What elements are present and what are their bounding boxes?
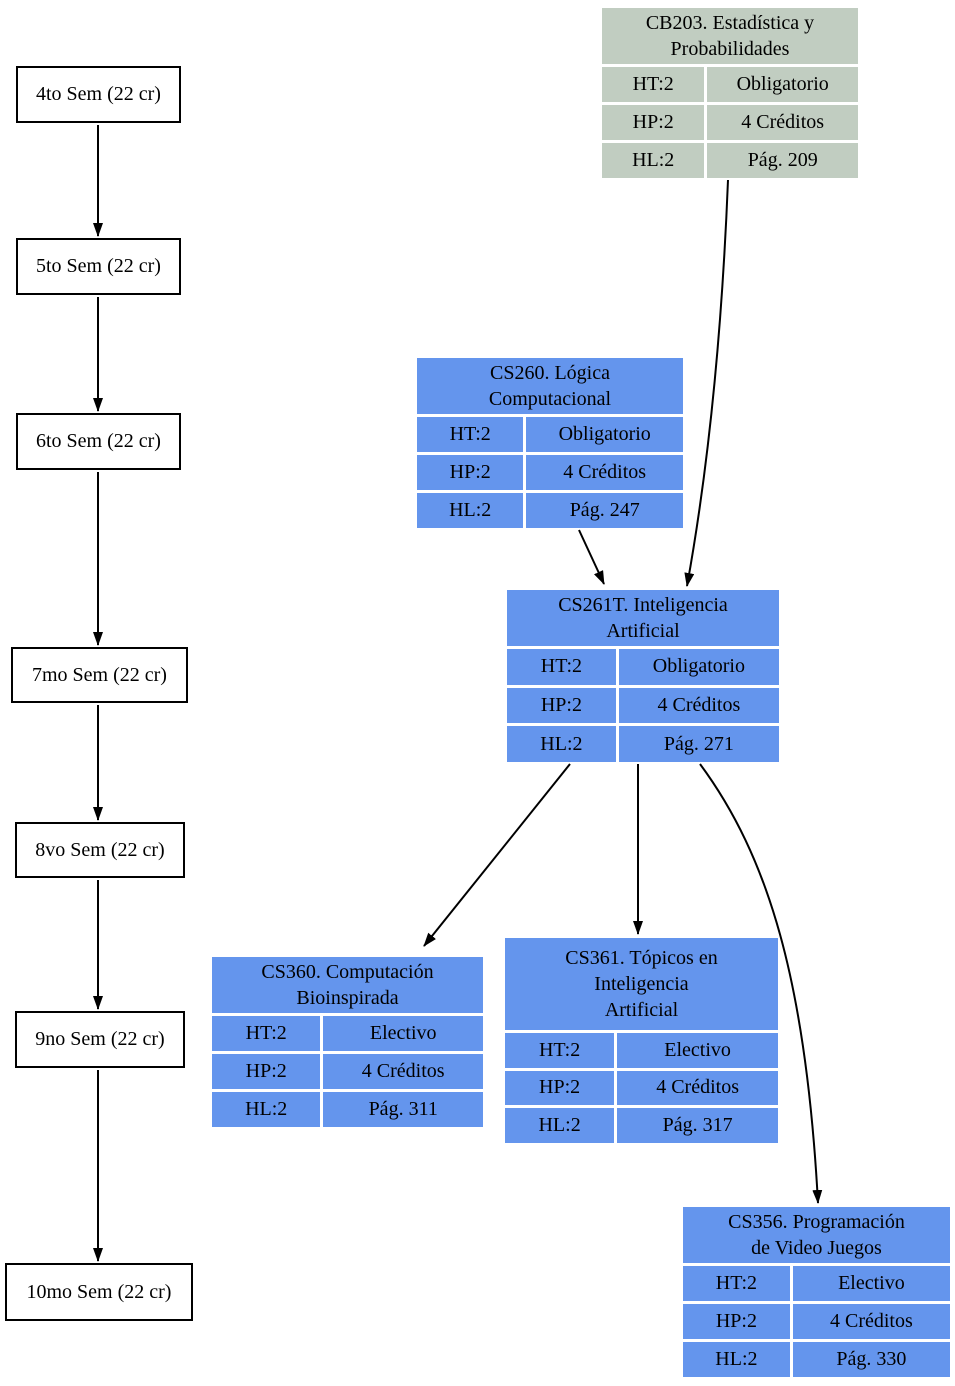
course-ht-key: HT:2 [683,1266,790,1301]
edge-cb203-cs261t [684,179,729,587]
course-ht-key: HT:2 [505,1033,615,1068]
course-title: CS261T. Inteligencia Artificial [507,590,779,646]
course-credits: 4 Créditos [617,1070,778,1106]
course-type: Obligatorio [526,417,683,452]
course-ht-key: HT:2 [602,67,705,102]
course-credits: 4 Créditos [792,1304,950,1339]
semester-node-6to: 6to Sem (22 cr) [16,413,181,470]
course-hp-key: HP:2 [212,1054,321,1089]
course-title: CS260. Lógica Computacional [417,358,683,414]
edge-cs261t-cs360 [423,763,571,947]
course-card-cs261t: CS261T. Inteligencia Artificial HT:2 Obl… [507,590,779,762]
course-hp-key: HP:2 [602,105,705,140]
course-hl-key: HL:2 [212,1092,321,1127]
course-title: CB203. Estadística y Probabilidades [602,8,858,64]
course-type: Obligatorio [707,67,858,102]
course-card-cb203: CB203. Estadística y Probabilidades HT:2… [602,8,858,178]
course-hl-key: HL:2 [602,143,705,178]
semester-node-10mo: 10mo Sem (22 cr) [5,1263,193,1321]
course-hp-key: HP:2 [505,1070,615,1106]
course-type: Electivo [792,1266,950,1301]
semester-node-7mo: 7mo Sem (22 cr) [11,647,188,703]
course-type: Electivo [617,1033,778,1068]
course-page: Pág. 311 [323,1092,483,1127]
semester-node-5to: 5to Sem (22 cr) [16,238,181,295]
course-page: Pág. 271 [618,726,779,762]
course-page: Pág. 317 [617,1108,778,1143]
course-card-cs361: CS361. Tópicos en Inteligencia Artificia… [505,938,778,1143]
course-card-cs356: CS356. Programación de Video Juegos HT:2… [683,1207,950,1377]
course-hl-key: HL:2 [417,493,524,528]
course-ht-key: HT:2 [417,417,524,452]
course-type: Electivo [323,1016,483,1051]
course-card-cs260: CS260. Lógica Computacional HT:2 Obligat… [417,358,683,528]
course-hp-key: HP:2 [507,687,616,724]
course-hl-key: HL:2 [507,726,616,762]
course-ht-key: HT:2 [507,649,616,685]
semester-node-9no: 9no Sem (22 cr) [15,1011,185,1068]
course-hp-key: HP:2 [683,1304,790,1339]
course-type: Obligatorio [618,649,779,685]
course-page: Pág. 330 [792,1342,950,1377]
course-credits: 4 Créditos [526,455,683,490]
edge-cs260-cs261t [578,529,605,585]
course-credits: 4 Créditos [707,105,858,140]
course-page: Pág. 247 [526,493,683,528]
semester-node-4to: 4to Sem (22 cr) [16,66,181,123]
course-hp-key: HP:2 [417,455,524,490]
course-hl-key: HL:2 [683,1342,790,1377]
course-title: CS361. Tópicos en Inteligencia Artificia… [505,938,778,1030]
course-credits: 4 Créditos [618,687,779,724]
course-card-cs360: CS360. Computación Bioinspirada HT:2 Ele… [212,957,483,1127]
course-page: Pág. 209 [707,143,858,178]
course-credits: 4 Créditos [323,1054,483,1089]
course-hl-key: HL:2 [505,1108,615,1143]
course-ht-key: HT:2 [212,1016,321,1051]
course-title: CS356. Programación de Video Juegos [683,1207,950,1263]
course-title: CS360. Computación Bioinspirada [212,957,483,1013]
semester-node-8vo: 8vo Sem (22 cr) [15,822,185,878]
